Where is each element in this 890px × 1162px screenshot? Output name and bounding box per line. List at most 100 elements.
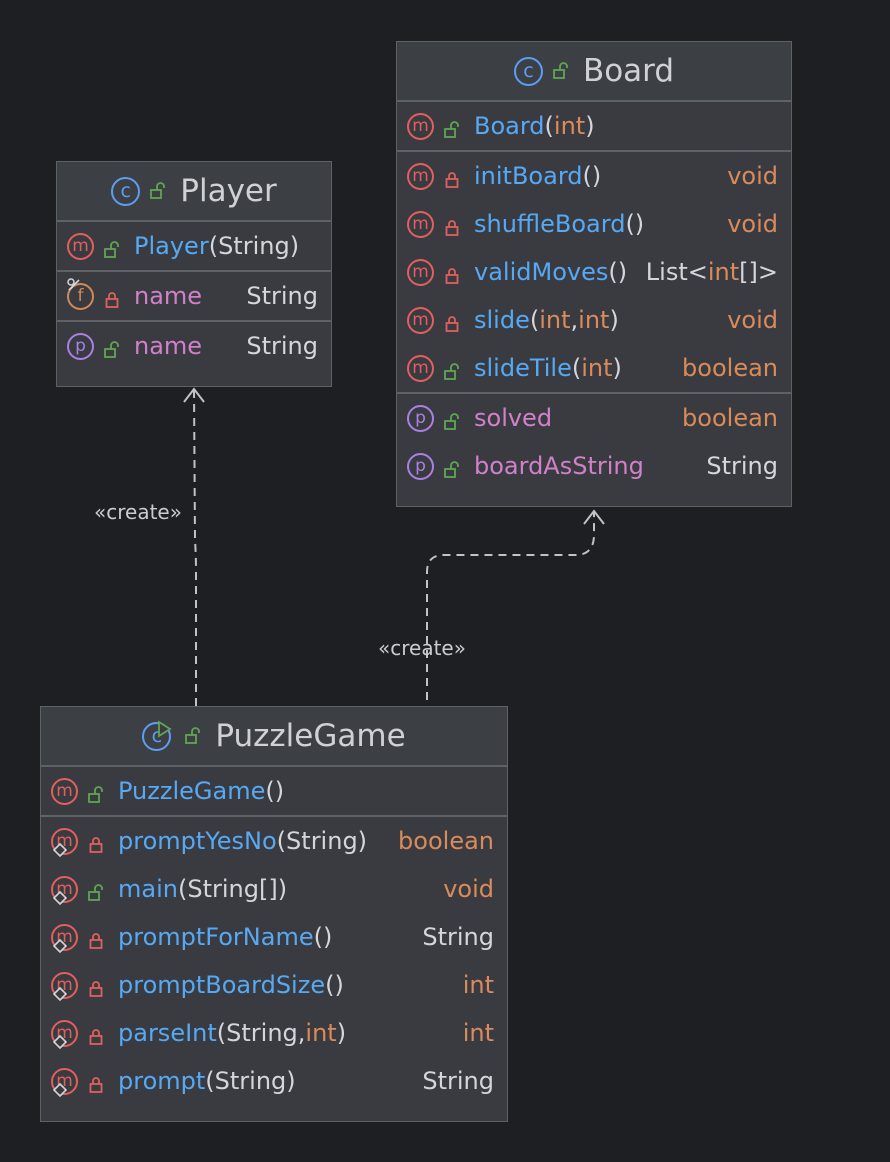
open-paren: ( [208, 232, 219, 260]
open-paren: () [313, 923, 333, 951]
edge-label-board: «create» [378, 636, 466, 660]
return-type-part: []> [739, 258, 778, 286]
class-puzzlegame-header: c PuzzleGame [41, 707, 507, 767]
constructor-row[interactable]: m PuzzleGame() [41, 767, 507, 815]
param-type: String [226, 1019, 298, 1047]
open-paren: () [625, 210, 645, 238]
close-paren: ) [609, 306, 619, 334]
static-icon [52, 1034, 68, 1050]
return-type: boolean [682, 354, 778, 382]
return-type: void [727, 210, 778, 238]
open-paren: ( [276, 827, 287, 855]
param-type: , [570, 306, 579, 334]
method-icon: m [407, 112, 434, 140]
public-icon [104, 337, 120, 358]
method-icon: m [67, 232, 94, 260]
param-type: String[] [187, 875, 278, 903]
class-title: PuzzleGame [215, 718, 406, 754]
private-icon [444, 215, 460, 236]
private-icon [88, 1024, 104, 1045]
private-icon [88, 1072, 104, 1093]
open-paren: () [582, 162, 602, 190]
private-icon [104, 287, 120, 308]
open-paren: ( [205, 1067, 215, 1095]
param-type: int [305, 1019, 337, 1047]
private-icon [444, 167, 460, 188]
member-name: promptBoardSize [118, 971, 326, 999]
return-type: void [727, 306, 778, 334]
param-type: String [286, 827, 358, 855]
method-icon: m [51, 777, 78, 805]
public-icon [444, 409, 460, 430]
static-icon [52, 842, 68, 858]
member-name: promptYesNo [118, 827, 277, 855]
edge-puzzlegame-board-arrowhead [583, 509, 605, 525]
member-name: Player [134, 232, 209, 260]
private-icon [88, 976, 104, 997]
static-icon [52, 890, 68, 906]
return-type: boolean [398, 827, 494, 855]
return-type-part: int [707, 258, 740, 286]
private-icon [444, 311, 460, 332]
member-name: boardAsString [474, 452, 644, 480]
final-icon [67, 278, 81, 292]
method-icon: m [407, 354, 434, 382]
method-icon: m [407, 162, 434, 190]
member-name: shuffleBoard [474, 210, 626, 238]
open-paren: ( [544, 112, 554, 140]
public-icon [444, 359, 460, 380]
param-type: String [218, 232, 290, 260]
member-name: parseInt [118, 1019, 217, 1047]
param-type: int [581, 354, 613, 382]
edge-puzzlegame-board [426, 512, 595, 700]
return-type: List<int[]> [646, 258, 778, 286]
public-icon [185, 727, 201, 744]
member-name: PuzzleGame [118, 777, 266, 805]
member-name: prompt [118, 1067, 206, 1095]
param-type: int [578, 306, 610, 334]
return-type: String [422, 923, 494, 951]
param-type: , [297, 1019, 306, 1047]
return-type-part: List< [645, 258, 708, 286]
method-icon: m [407, 210, 434, 238]
close-paren: ) [336, 1019, 347, 1047]
property-icon: p [67, 332, 94, 360]
close-paren: ) [277, 875, 288, 903]
member-type: String [706, 452, 778, 480]
close-paren: ) [357, 827, 368, 855]
member-name: solved [474, 404, 553, 432]
member-name: slideTile [474, 354, 572, 382]
open-paren: () [265, 777, 285, 805]
edge-puzzlegame-player [193, 389, 197, 706]
method-row[interactable]: m shuffleBoard() void [397, 200, 791, 248]
close-paren: ) [286, 1067, 296, 1095]
return-type: int [462, 1019, 494, 1047]
open-paren: ( [529, 306, 540, 334]
static-icon [52, 986, 68, 1002]
member-type: String [246, 332, 318, 360]
open-paren: ( [571, 354, 582, 382]
